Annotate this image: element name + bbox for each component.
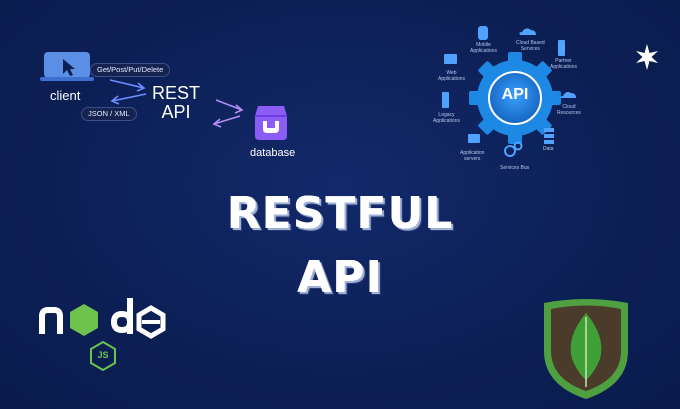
service-label-data: Data <box>543 146 554 152</box>
client-label: client <box>50 88 81 103</box>
nodejs-logo <box>39 298 166 372</box>
database-label: database <box>250 147 296 159</box>
rest-api-label: REST API <box>152 83 201 122</box>
database-box-icon <box>255 106 287 140</box>
request-methods-pill: Get/Post/Put/Delete <box>90 63 171 77</box>
api-database-arrows-icon <box>212 99 244 128</box>
mongodb-leaf-logo <box>544 299 628 399</box>
laptop-cursor-icon <box>40 52 94 81</box>
api-hub-center-label: API <box>501 86 529 103</box>
nodejs-js-label: JS <box>97 350 109 360</box>
response-format-pill: JSON / XML <box>81 107 137 121</box>
hero-title-line2: API <box>297 252 383 303</box>
request-response-arrows-icon <box>109 79 147 105</box>
hero-title-line1: RESTFUL <box>226 188 454 239</box>
compass-star-icon <box>636 44 658 70</box>
service-label-services-bus: Services Bus <box>500 165 530 171</box>
api-gear-icon <box>442 26 576 157</box>
